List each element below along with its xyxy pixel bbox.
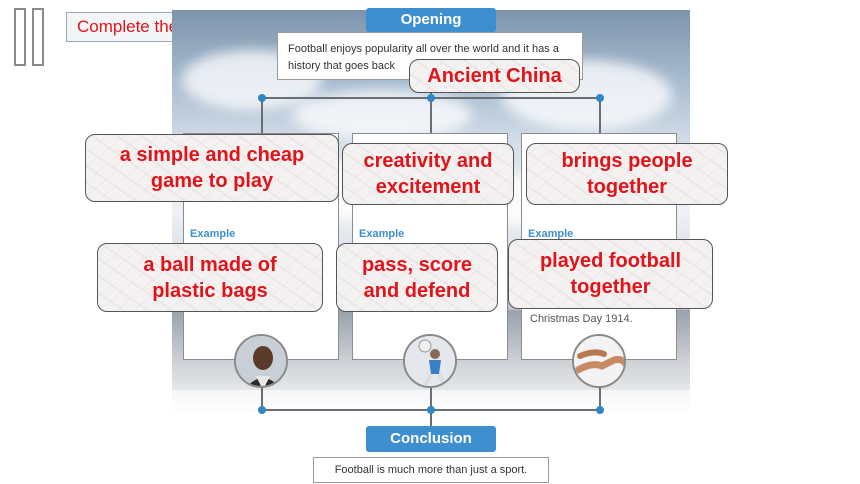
example-1-line-1: a ball made of [143, 253, 277, 276]
reason-2-line-1: creativity and [363, 150, 493, 172]
top-dot-1 [258, 94, 266, 102]
conclusion-text: Football is much more than just a sport. [334, 464, 528, 476]
example-answer-1: a ball made of plastic bags [97, 243, 323, 312]
reason-1-line-2: game to play [150, 170, 274, 192]
player-kicking-icon [403, 334, 457, 388]
bottom-stem-3 [599, 384, 601, 411]
conclusion-header: Conclusion [366, 426, 496, 452]
bottom-stem-1 [261, 384, 263, 411]
example-label-2: Example [359, 228, 405, 240]
example-3-line-1: played football [539, 250, 682, 272]
top-stem-2 [430, 80, 432, 133]
opening-text: Football enjoys popularity all over the … [288, 43, 559, 72]
bottom-dot-3 [596, 406, 604, 414]
reason-answer-2: creativity and excitement [342, 143, 514, 205]
example-2-line-2: and defend [363, 279, 471, 302]
bottom-dot-2 [427, 406, 435, 414]
top-dot-2 [427, 94, 435, 102]
player-portrait-icon [234, 334, 288, 388]
example-answer-2: pass, score and defend [336, 243, 498, 312]
opening-header: Opening [366, 8, 496, 32]
top-dot-3 [596, 94, 604, 102]
column-3-background-text: Christmas Day 1914. [530, 313, 633, 325]
handshake-icon [572, 334, 626, 388]
deco-bar-right [32, 8, 44, 66]
origin-answer: Ancient China [409, 59, 580, 93]
reason-2-line-2: excitement [375, 176, 481, 198]
bottom-stem-2 [430, 384, 432, 427]
reason-answer-3: brings people together [526, 143, 728, 205]
example-label-1: Example [190, 228, 236, 240]
example-3-line-2: together [570, 276, 651, 298]
conclusion-text-box: Football is much more than just a sport. [313, 457, 549, 483]
top-stem-1 [261, 97, 263, 133]
reason-answer-1: a simple and cheap game to play [85, 134, 339, 202]
origin-answer-text: Ancient China [427, 65, 562, 87]
example-answer-3: played football together [508, 239, 713, 309]
example-1-line-2: plastic bags [152, 279, 268, 302]
reason-3-line-2: together [587, 176, 667, 198]
example-2-line-1: pass, score [361, 253, 473, 276]
top-stem-3 [599, 97, 601, 133]
example-label-3: Example [528, 228, 574, 240]
reason-3-line-1: brings people [561, 150, 693, 172]
deco-bar-left [14, 8, 26, 66]
bottom-dot-1 [258, 406, 266, 414]
reason-1-line-1: a simple and cheap [119, 144, 305, 166]
